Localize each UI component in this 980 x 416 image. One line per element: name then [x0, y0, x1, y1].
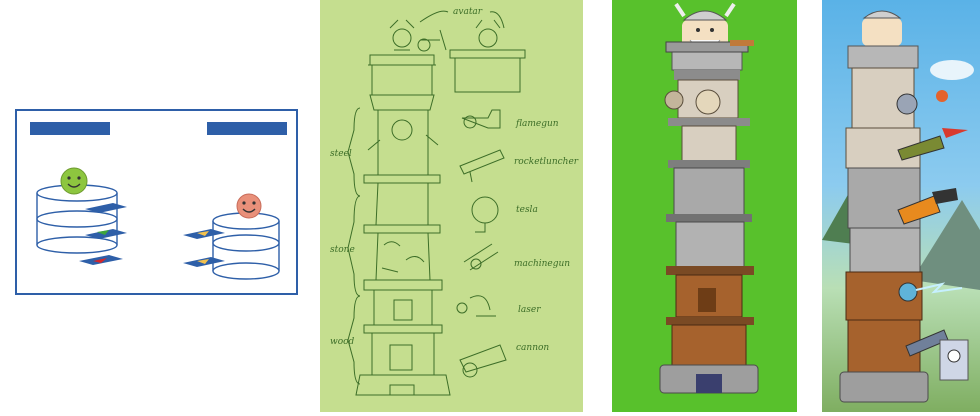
section-label-steel: steel: [330, 149, 352, 159]
ingame-tower: [839, 10, 929, 403]
smiley-red-icon: [236, 193, 262, 219]
flamegun-weapon-icon: [896, 90, 948, 115]
rocketluncher-icon: [459, 149, 505, 183]
tesla-weapon-icon: [898, 282, 963, 302]
cannon-weapon-icon: [897, 188, 958, 225]
skull-flag-icon: [939, 339, 969, 381]
cylinder-stack-right: [212, 212, 280, 280]
arrow-right-upper-icon: [183, 229, 225, 239]
avatar-label: avatar: [453, 7, 483, 17]
weapon-label-flamegun: flamegun: [515, 119, 559, 129]
arrow-blue-icon: [85, 203, 127, 213]
section-label-wood: wood: [330, 337, 355, 347]
title-bar-right: [207, 122, 287, 135]
cylinder-stack-left: [36, 184, 118, 254]
arrow-right-lower-icon: [183, 257, 225, 267]
cannon-icon: [459, 344, 507, 378]
sketch-canvas: steel stone wood avatar flamegun rocketl…: [330, 7, 579, 396]
tower-render-panel: [612, 0, 797, 412]
cloud: [930, 60, 974, 80]
machinegun-icon: [463, 243, 499, 271]
title-bar-left: [30, 122, 110, 135]
avatar-house-sketch: [449, 19, 526, 93]
weapon-label-rocketluncher: rocketluncher: [514, 157, 579, 167]
tesla-icon: [471, 196, 499, 233]
ingame-tower-panel: [822, 0, 980, 412]
section-label-stone: stone: [330, 245, 355, 255]
smiley-green-icon: [60, 167, 88, 195]
avatar-arrows: [419, 10, 505, 29]
weapon-label-laser: laser: [518, 305, 541, 315]
tower-render: [659, 2, 759, 394]
ingame-canvas: [822, 10, 980, 403]
section-braces: [347, 107, 361, 385]
mountain-right: [912, 200, 980, 290]
diagram-canvas: [30, 122, 287, 280]
flamegun-icon: [461, 109, 501, 129]
arrow-red-icon: [79, 255, 123, 265]
sketch-panel: steel stone wood avatar flamegun rocketl…: [320, 0, 583, 412]
weapon-label-cannon: cannon: [516, 343, 549, 353]
tower-render-canvas: [659, 2, 759, 394]
rocketluncher-weapon-icon: [897, 128, 968, 161]
tower-sketch: [355, 19, 451, 396]
arrow-green-icon: [85, 229, 127, 239]
weapon-label-machinegun: machinegun: [514, 259, 570, 269]
diagram-panel: [15, 109, 298, 295]
weapon-label-tesla: tesla: [516, 205, 538, 215]
laser-icon: [456, 295, 496, 317]
